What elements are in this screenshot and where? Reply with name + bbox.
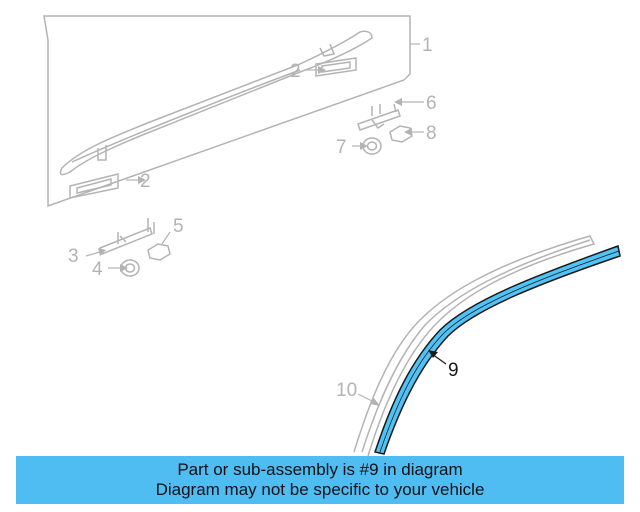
banner-line-1: Part or sub-assembly is #9 in diagram — [177, 460, 463, 479]
leader-9 — [428, 350, 447, 365]
arrowheads — [98, 66, 412, 406]
callout-2a: 2 — [290, 61, 301, 82]
roof-rail-group — [43, 15, 411, 208]
callout-1: 1 — [422, 35, 433, 56]
callout-5: 5 — [173, 216, 184, 237]
callout-9: 9 — [448, 360, 459, 381]
callout-2b: 2 — [140, 171, 151, 192]
seal-5 — [147, 243, 171, 261]
banner-line-2: Diagram may not be specific to your vehi… — [155, 480, 485, 499]
callout-8: 8 — [426, 123, 437, 144]
bracket-3 — [99, 218, 155, 255]
roof-rail-1 — [59, 30, 373, 176]
callout-6: 6 — [426, 93, 437, 114]
roof-rail-pad-2a — [315, 57, 357, 77]
weatherstrip-9 — [374, 245, 621, 455]
callout-10: 10 — [336, 380, 357, 401]
roof-rail-group-frame — [43, 15, 411, 208]
callout-3: 3 — [68, 246, 79, 267]
leader-lines — [85, 43, 424, 403]
callout-7: 7 — [336, 137, 347, 158]
info-banner: Part or sub-assembly is #9 in diagram Di… — [16, 456, 624, 504]
bracket-6 — [357, 103, 401, 131]
weatherstrip-9-shape — [374, 245, 621, 455]
callout-4: 4 — [92, 259, 103, 280]
roof-rail-pad-2b — [69, 173, 119, 199]
